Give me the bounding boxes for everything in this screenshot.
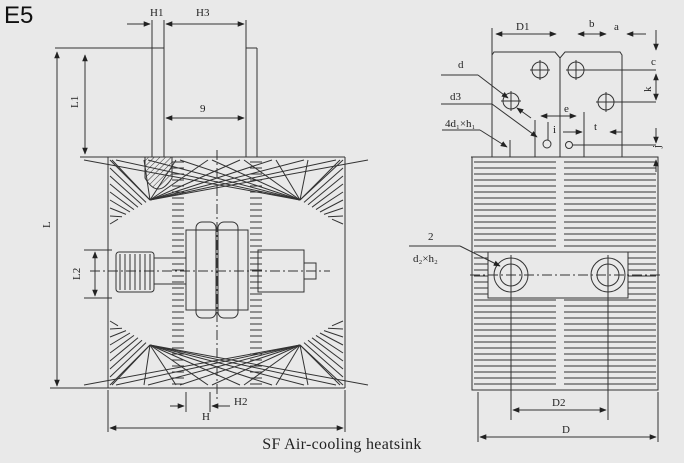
figure-code: E5: [4, 2, 34, 29]
fin-line: [311, 337, 344, 362]
fin-line: [109, 199, 131, 213]
fin-line: [303, 342, 344, 378]
label-c: c: [651, 56, 656, 68]
fin-line: [109, 334, 135, 354]
fin-line: [211, 344, 301, 386]
fin-line: [149, 159, 273, 201]
label-H1: H1: [150, 7, 163, 19]
fin-line: [83, 159, 301, 201]
fin-line: [323, 330, 344, 338]
fin-line: [327, 327, 344, 330]
fin-line: [307, 339, 344, 370]
fin-line: [109, 191, 135, 211]
label-callout-2: 2: [428, 231, 434, 243]
fin-line: [149, 344, 209, 386]
fin-line: [319, 332, 344, 346]
label-d: d: [458, 59, 464, 71]
fin-line: [109, 339, 143, 370]
fin-line: [149, 344, 273, 386]
fin-line: [149, 344, 305, 386]
fin-line: [315, 334, 344, 354]
label-e: e: [564, 103, 569, 115]
fin-line: [311, 183, 344, 208]
label-L: L: [41, 221, 53, 228]
fin-line: [109, 337, 139, 362]
fin-line: [109, 167, 147, 203]
fin-line: [179, 159, 301, 201]
figure-caption: SF Air-cooling heatsink: [262, 436, 422, 453]
fin-line: [149, 159, 305, 201]
label-H2: H2: [234, 396, 247, 408]
fin-line: [303, 167, 344, 203]
label-H: H: [202, 411, 210, 423]
fin-line: [109, 183, 139, 208]
fin-line: [149, 344, 241, 386]
label-holes: 4d₁×h₁: [445, 118, 476, 130]
fin-line: [331, 218, 344, 225]
fin-line: [327, 215, 344, 218]
label-L2: L2: [71, 268, 83, 280]
fin-line: [109, 332, 131, 346]
label-a: a: [614, 21, 619, 33]
fin-line: [149, 344, 369, 386]
fin-line: [109, 218, 119, 225]
fin-line: [109, 320, 119, 327]
label-L1: L1: [69, 96, 81, 108]
fin-line: [115, 344, 301, 386]
fin-line: [149, 344, 337, 386]
label-t: t: [594, 121, 597, 133]
fin-line: [109, 215, 123, 218]
fin-line: [149, 159, 337, 201]
label-H3: H3: [196, 7, 210, 19]
label-D1: D1: [516, 21, 529, 33]
fin-line: [109, 330, 127, 338]
label-b: b: [589, 18, 595, 30]
fin-line: [109, 175, 143, 206]
fin-line: [319, 199, 344, 213]
fin-line: [147, 159, 301, 201]
fin-line: [315, 191, 344, 211]
label-D2: D2: [552, 397, 565, 409]
fin-line: [109, 342, 147, 378]
fin-line: [307, 175, 344, 206]
dimension-labels: H1 H3 9 L1 L L2 H H2 D1 b a c k d d3 e i…: [41, 7, 663, 436]
label-D: D: [562, 424, 570, 436]
front-view: [409, 28, 660, 442]
label-bore: d₂×h₂: [413, 253, 438, 265]
side-view: [50, 20, 369, 432]
fin-line: [323, 207, 344, 215]
label-j: j: [651, 145, 663, 149]
fin-line: [243, 159, 301, 201]
fin-line: [109, 207, 127, 215]
label-i: i: [553, 124, 556, 136]
fin-line: [83, 344, 301, 386]
label-k: k: [642, 86, 654, 92]
label-d3: d3: [450, 91, 462, 103]
fin-line: [149, 159, 241, 201]
fin-line: [109, 327, 123, 330]
label-gap: 9: [200, 103, 206, 115]
fin-line: [331, 320, 344, 327]
fin-line: [179, 344, 301, 386]
